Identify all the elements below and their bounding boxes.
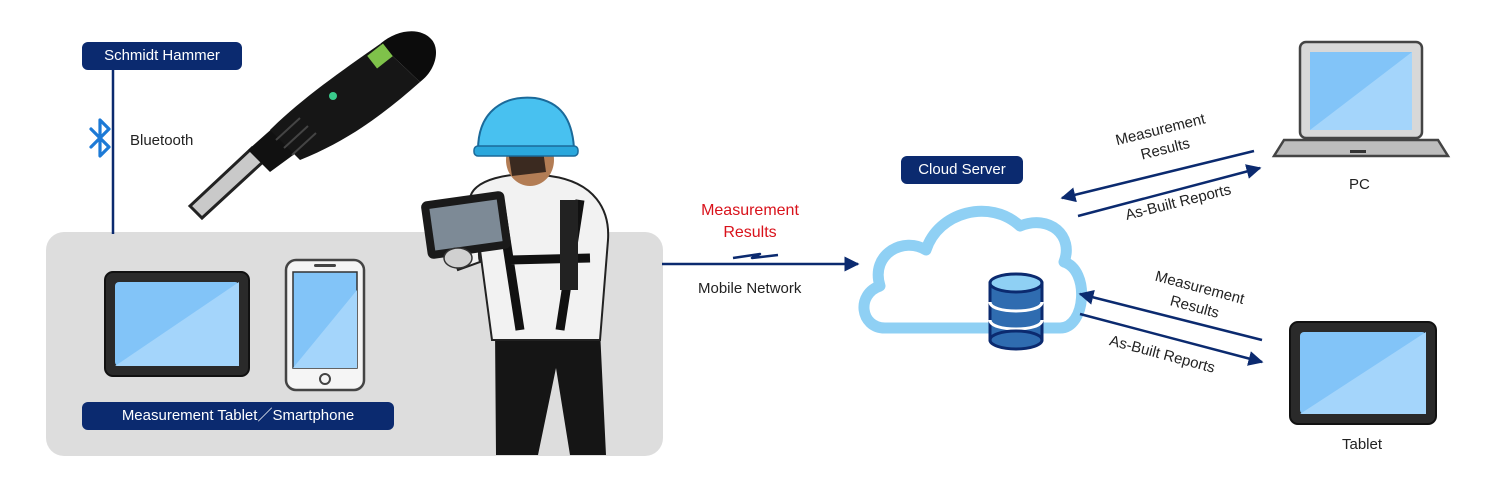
tablet-reports-arrow bbox=[1079, 312, 1264, 366]
mobile-network-label: Mobile Network bbox=[698, 280, 802, 297]
worker-with-tablet-icon bbox=[421, 96, 610, 455]
pc-results-arrow bbox=[1060, 149, 1255, 203]
schmidt-hammer-label: Schmidt Hammer bbox=[82, 42, 242, 70]
tablet-label: Tablet bbox=[1342, 436, 1383, 453]
cloud-server-label: Cloud Server bbox=[901, 156, 1023, 184]
bluetooth-label: Bluetooth bbox=[130, 132, 194, 149]
bluetooth-icon bbox=[89, 118, 111, 158]
database-icon bbox=[988, 272, 1044, 351]
cloud-icon bbox=[858, 205, 1088, 334]
laptop-icon bbox=[1271, 40, 1451, 158]
tablet-smartphone-label: Measurement Tablet／Smartphone bbox=[82, 402, 394, 430]
smartphone-icon bbox=[284, 258, 366, 392]
tablet-device-icon-right bbox=[1289, 321, 1437, 425]
tablet-device-icon bbox=[104, 271, 250, 377]
pc-reports-arrow bbox=[1077, 164, 1262, 218]
signal-bolt-icon bbox=[732, 252, 779, 260]
tablet-results-arrow bbox=[1078, 290, 1263, 342]
schmidt-hammer-icon bbox=[187, 31, 436, 221]
measurement-results-label: Measurement Results bbox=[701, 202, 799, 241]
pc-label: PC bbox=[1349, 176, 1370, 193]
